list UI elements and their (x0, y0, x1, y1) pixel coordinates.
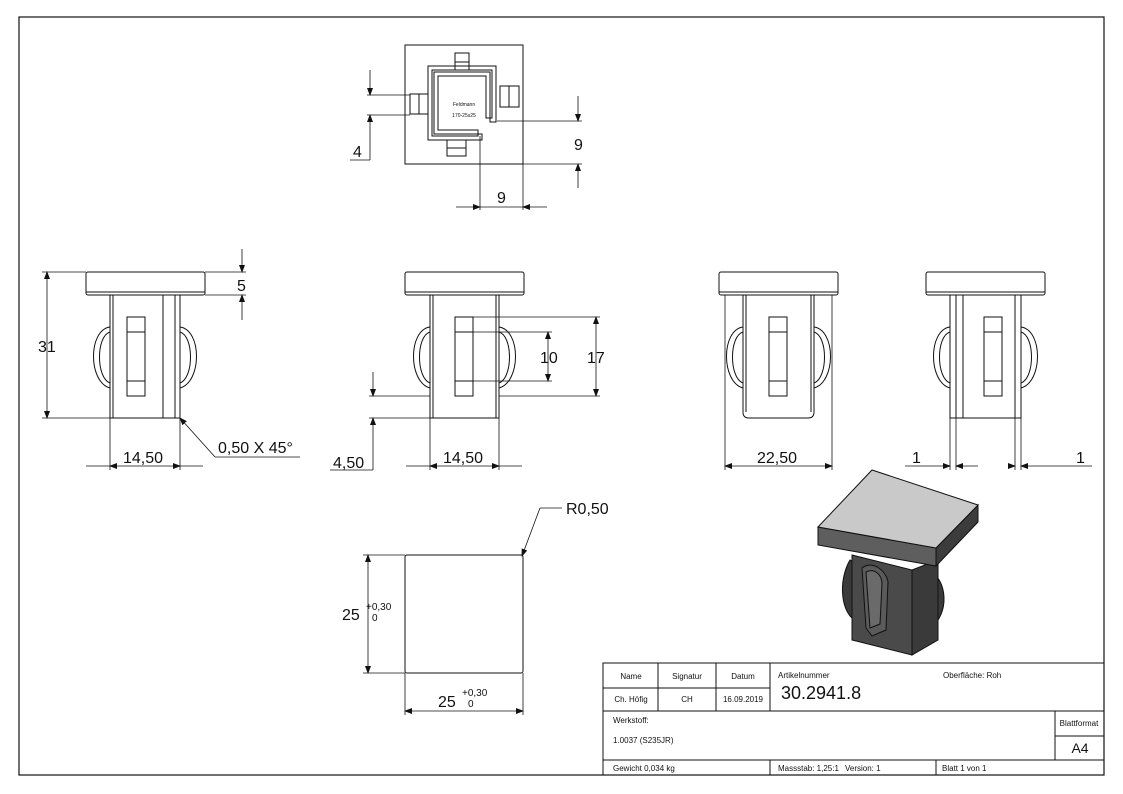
dim-chamfer: 0,50 X 45° (218, 440, 293, 457)
tb-werkstoff-label: Werkstoff: (613, 716, 649, 725)
tb-signatur-header: Signatur (672, 672, 702, 681)
square-view (363, 507, 562, 715)
front-view-left (42, 249, 300, 470)
dim-square-w: 25 (438, 694, 456, 711)
dim-radius: R0,50 (566, 501, 609, 518)
dim-width-side: 22,50 (757, 450, 797, 467)
tb-datum-header: Datum (731, 672, 755, 681)
dim-square-w-tol-plus: +0,30 (462, 688, 488, 699)
dim-height-total: 31 (38, 339, 56, 356)
sheet-border (18, 16, 1105, 776)
tb-datum: 16.09.2019 (723, 695, 764, 704)
dim-base-width-left: 14,50 (123, 450, 163, 467)
side-view (718, 271, 839, 470)
engraving-line2: 170-25x25 (452, 113, 476, 119)
tb-blatt: Blatt 1 von 1 (942, 764, 987, 773)
tb-werkstoff-value: 1.0037 (S235JR) (613, 736, 674, 745)
dim-clip-span: 17 (587, 350, 605, 367)
dim-base-width-mid: 14,50 (443, 450, 483, 467)
dim-cap-thickness: 5 (237, 278, 246, 295)
dim-square-h-tol-plus: +0,30 (366, 602, 392, 613)
title-block (602, 662, 1105, 776)
dim-clearance-right: 1 (1076, 450, 1085, 467)
dim-top-right: 9 (574, 137, 583, 154)
tb-gewicht: Gewicht 0,034 kg (613, 764, 675, 773)
tb-blattformat-label: Blattformat (1060, 719, 1099, 728)
tb-signatur: CH (681, 695, 693, 704)
dim-square-h: 25 (342, 607, 360, 624)
dim-offset: 4,50 (333, 455, 364, 472)
tb-version: Version: 1 (845, 764, 881, 773)
isometric-view (816, 469, 979, 656)
dim-slot-length: 10 (540, 350, 558, 367)
tb-name-header: Name (620, 672, 642, 681)
engraving-line1: Feldmann (453, 102, 475, 108)
tb-blattformat-value: A4 (1071, 740, 1088, 756)
dim-square-h-tol-zero: 0 (372, 613, 378, 624)
dim-square-w-tol-zero: 0 (468, 699, 474, 710)
dim-clearance-left: 1 (912, 450, 921, 467)
top-view (350, 44, 582, 210)
tb-artikel-label: Artikelnummer (778, 671, 830, 680)
front-view-middle (330, 271, 600, 471)
tb-massstab: Massstab: 1,25:1 (778, 764, 839, 773)
side-view-right (905, 271, 1092, 470)
tb-oberflaeche: Oberfläche: Roh (943, 671, 1001, 680)
dim-top-left: 4 (353, 144, 362, 161)
tb-name: Ch. Höfig (614, 695, 647, 704)
dim-top-bottom: 9 (497, 190, 506, 207)
tb-artikel-value: 30.2941.8 (781, 683, 861, 703)
